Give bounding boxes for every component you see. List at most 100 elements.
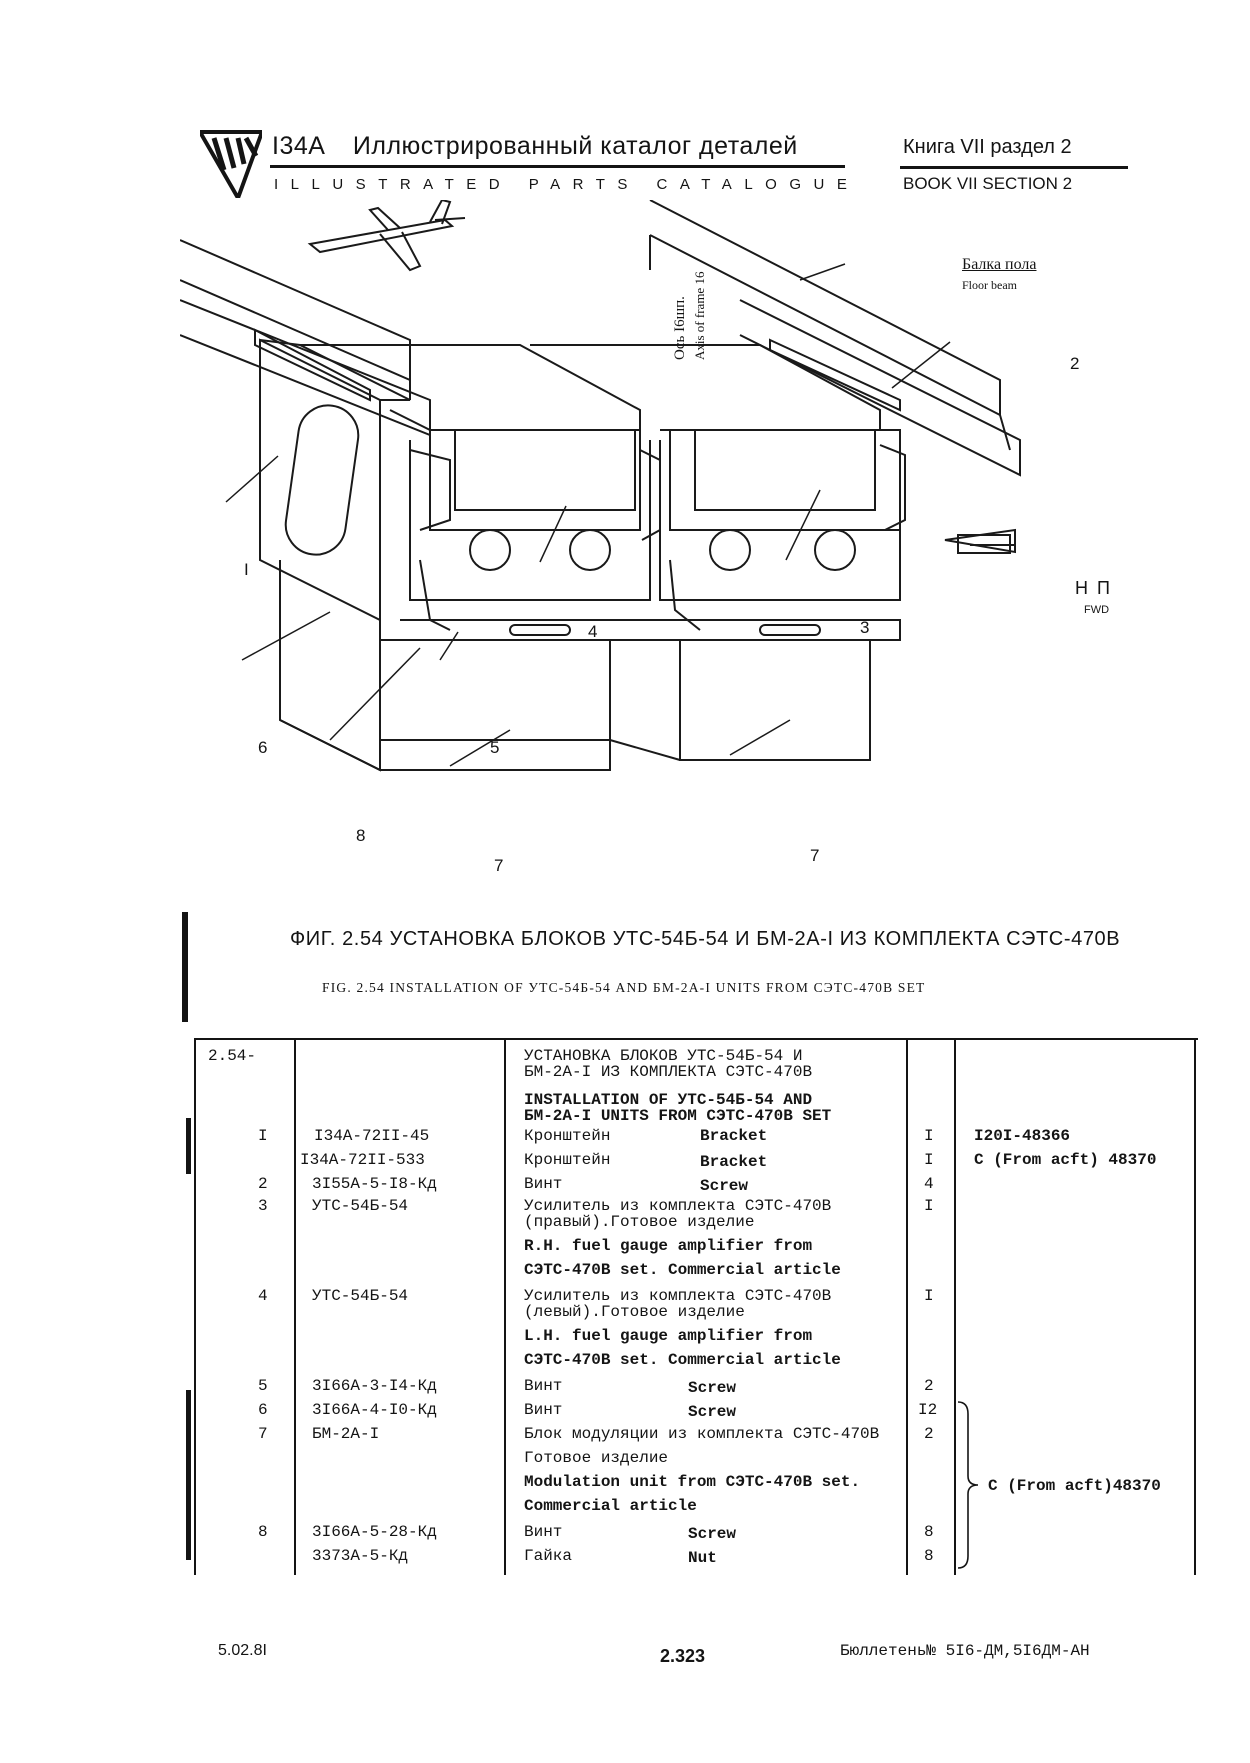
item-number: 6 [258,1401,268,1419]
quantity: 8 [924,1547,934,1565]
description-ru: Усилитель из комплекта СЭТС-470В [524,1197,832,1215]
header-rule [270,165,845,168]
forward-label-en: FWD [1084,604,1110,616]
description-en-cont: Commercial article [524,1497,697,1515]
table-column-divider [1194,1040,1196,1575]
page-number: 2.323 [660,1646,706,1666]
part-number: УТС-54Б-54 [312,1197,409,1215]
book-section-en: BOOK VII SECTION 2 [903,174,1073,193]
description-ru-cont: (правый).Готовое изделие [524,1213,755,1231]
table-column-divider [294,1040,296,1575]
figure-number: 2.54- [208,1047,257,1065]
description-en: Bracket [700,1153,768,1171]
installation-illustration [180,200,1021,772]
forward-label-ru: Н П [1075,578,1112,598]
quantity: I [924,1151,934,1169]
callout-1: I [244,560,249,579]
callout-8: 8 [356,826,366,845]
description-en: R.H. fuel gauge amplifier from [524,1237,813,1255]
book-section-ru: Книга VII раздел 2 [903,136,1072,158]
part-number: 3I55A-5-I8-Кд [312,1175,437,1193]
item-number: 4 [258,1287,268,1305]
catalogue-title-ru-text: Иллюстрированный каталог деталей [352,132,798,160]
table-title-ru-1: УСТАНОВКА БЛОКОВ УТС-54Б-54 И [524,1047,803,1065]
item-number: 8 [258,1523,268,1541]
forward-arrow-icon [944,528,1016,554]
quantity: I [924,1127,934,1145]
description-ru: Кронштейн [524,1127,611,1145]
description-ru: Винт [524,1175,563,1193]
catalogue-title-en: ILLUSTRATED PARTS CATALOGUE [274,176,860,193]
description-en-cont: СЭТС-470В set. Commercial article [524,1261,841,1279]
part-number: I34A-72II-45 [314,1127,430,1145]
description-en: L.H. fuel gauge amplifier from [524,1327,813,1345]
floor-beam-label-ru: Балка пола [962,256,1037,273]
floor-beam-label-en: Floor beam [962,278,1017,292]
item-number: 7 [258,1425,268,1443]
part-number: БМ-2А-I [312,1425,380,1443]
aircraft-code: I34A [272,132,326,160]
item-number: 3 [258,1197,268,1215]
description-en: Screw [688,1403,737,1421]
part-number: I34A-72II-533 [300,1151,425,1169]
description-en: Screw [700,1177,749,1195]
book-rule [900,166,1128,169]
description-ru: Винт [524,1401,563,1419]
callout-7a: 7 [494,856,504,875]
issue-date: 5.02.8I [218,1642,267,1659]
description-ru: Винт [524,1377,563,1395]
group-effectivity: C (From acft)48370 [988,1477,1161,1495]
table-column-divider [194,1040,196,1575]
description-ru: Винт [524,1523,563,1541]
effectivity: I20I-48366 [974,1127,1071,1145]
company-logo [200,130,262,198]
catalogue-title-ru: I34A Иллюстрированный каталог деталей [272,132,798,161]
revision-bar [186,1390,191,1560]
description-ru: Кронштейн [524,1151,611,1169]
description-ru: Гайка [524,1547,573,1565]
description-en-cont: СЭТС-470В set. Commercial article [524,1351,841,1369]
table-column-divider [504,1040,506,1575]
callout-4: 4 [588,622,598,641]
quantity: I [924,1197,934,1215]
quantity: I [924,1287,934,1305]
callout-6: 6 [258,738,268,757]
revision-bar [182,912,188,1022]
description-en: Screw [688,1525,737,1543]
callout-7b: 7 [810,846,820,865]
table-title-en-2: БМ-2А-I UNITS FROM СЭТС-470В SET [524,1107,832,1125]
quantity: 2 [924,1425,934,1443]
quantity: 8 [924,1523,934,1541]
callout-2: 2 [1070,354,1080,373]
description-ru-cont: (левый).Готовое изделие [524,1303,745,1321]
revision-bar [186,1118,191,1174]
callout-5: 5 [490,738,500,757]
description-ru: Усилитель из комплекта СЭТС-470В [524,1287,832,1305]
description-en: Modulation unit from СЭТС-470В set. [524,1473,861,1491]
callout-3: 3 [860,618,870,637]
table-column-divider [906,1040,908,1575]
quantity: 4 [924,1175,934,1193]
group-brace [957,1401,979,1569]
table-title-en-1: INSTALLATION OF УТС-54Б-54 AND [524,1091,813,1109]
item-number: 5 [258,1377,268,1395]
description-en: Nut [688,1549,717,1567]
part-number: 3373A-5-Кд [312,1547,409,1565]
description-en: Bracket [700,1127,768,1145]
figure-caption-en: FIG. 2.54 INSTALLATION OF УТС-54Б-54 AND… [322,980,926,995]
description-ru-cont: Готовое изделие [524,1449,669,1467]
table-title-ru-2: БМ-2А-I ИЗ КОМПЛЕКТА СЭТС-470В [524,1063,813,1081]
part-number: 3I66A-4-I0-Кд [312,1401,437,1419]
item-number: I [258,1127,268,1145]
table-column-divider [954,1040,956,1575]
part-number: 3I66A-5-28-Кд [312,1523,437,1541]
description-ru: Блок модуляции из комплекта СЭТС-470В [524,1425,880,1443]
quantity: 2 [924,1377,934,1395]
bulletin-reference: Бюллетень№ 5I6-ДМ,5I6ДМ-АН [840,1642,1090,1660]
item-number: 2 [258,1175,268,1193]
frame-axis-label-ru: Ось I6шп. [672,296,688,360]
description-en: Screw [688,1379,737,1397]
part-number: УТС-54Б-54 [312,1287,409,1305]
part-number: 3I66A-3-I4-Кд [312,1377,437,1395]
effectivity: C (From acft) 48370 [974,1151,1157,1169]
